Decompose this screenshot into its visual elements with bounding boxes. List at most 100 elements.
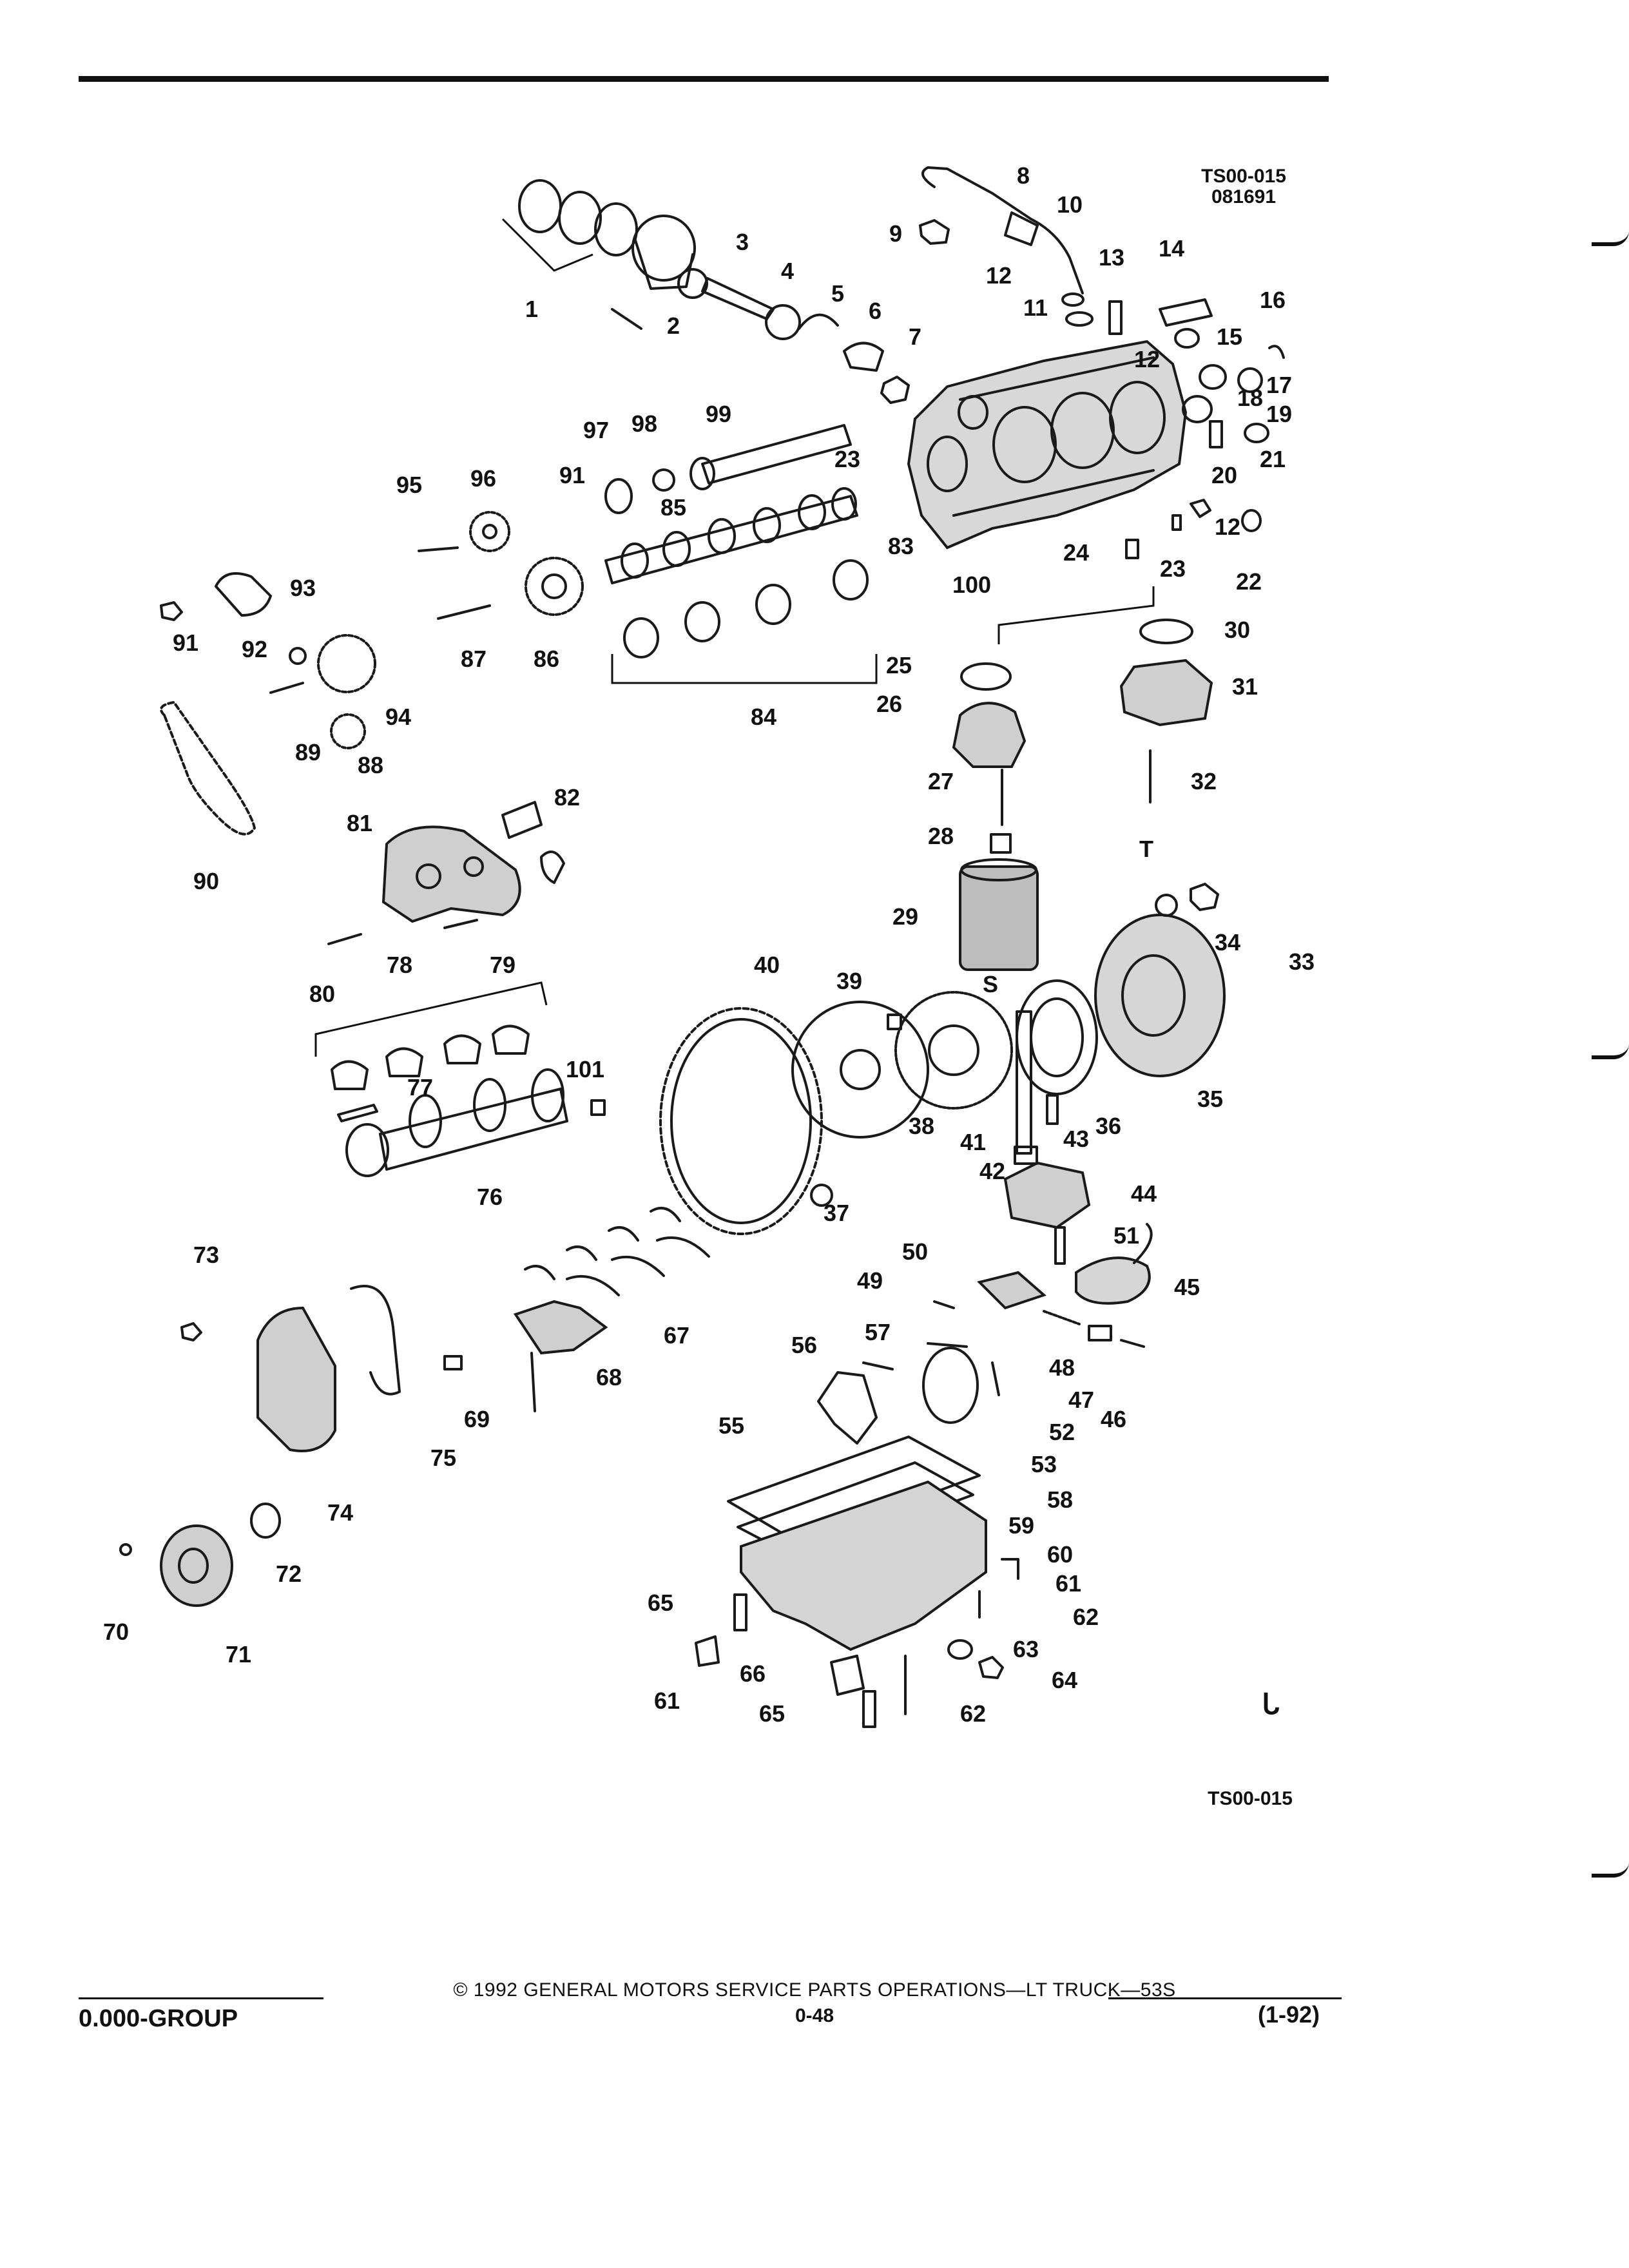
callout-92: 92	[242, 636, 267, 662]
timing-chain	[160, 701, 256, 836]
flexplate	[791, 1001, 929, 1139]
connecting-rod	[677, 268, 801, 340]
washer-34	[1155, 894, 1178, 917]
binding-mark-3	[1592, 1862, 1629, 1878]
callout-82: 82	[554, 784, 580, 811]
camshaft-bearings	[611, 559, 878, 684]
callout-26: 26	[876, 691, 902, 717]
rod-bearing-lower	[843, 341, 884, 372]
callout-87: 87	[461, 646, 487, 672]
callout-38: 38	[909, 1113, 934, 1139]
seal-30	[1139, 619, 1193, 644]
callout-14: 14	[1159, 235, 1184, 262]
callout-66: 66	[740, 1660, 766, 1687]
callout-36: 36	[1095, 1113, 1121, 1139]
balance-shaft-gear	[469, 511, 510, 552]
callout-11: 11	[1023, 294, 1048, 321]
oil-filter	[959, 858, 1039, 971]
drain-plug-63	[947, 1639, 973, 1660]
callout-57: 57	[865, 1319, 891, 1345]
spacer-36	[1016, 979, 1098, 1095]
footer-revision: (1-92)	[1258, 2001, 1320, 2028]
callout-24: 24	[1063, 539, 1089, 566]
binding-mark-1	[1592, 231, 1629, 246]
callout-8: 8	[1017, 162, 1030, 189]
callout-25: 25	[886, 652, 912, 678]
callout-88: 88	[358, 752, 383, 778]
callout-76: 76	[477, 1184, 503, 1210]
callout-75: 75	[430, 1445, 456, 1471]
bolt-33	[1190, 883, 1219, 911]
bolt-95	[418, 546, 459, 552]
callout-T: T	[1139, 836, 1153, 862]
callout-99: 99	[706, 401, 731, 427]
callout-64: 64	[1052, 1667, 1077, 1693]
rod-nut	[880, 376, 910, 404]
bolt-65b	[862, 1690, 876, 1728]
callout-56: 56	[791, 1332, 817, 1358]
plug-46	[1120, 1339, 1145, 1348]
callout-48: 48	[1049, 1354, 1075, 1381]
callout-15: 15	[1217, 323, 1242, 350]
illustration-code-top: TS00-015 081691	[1179, 166, 1308, 207]
fitting-28	[990, 833, 1012, 854]
callout-12: 12	[986, 262, 1012, 289]
callout-5: 5	[831, 280, 844, 307]
callout-83: 83	[888, 533, 914, 559]
callout-9: 9	[889, 220, 902, 247]
oil-pan	[740, 1480, 987, 1651]
retainer-92	[215, 572, 272, 617]
clip-61b	[695, 1635, 720, 1667]
callout-62: 62	[1073, 1604, 1099, 1630]
callout-81: 81	[347, 810, 372, 836]
oil-cooler-adapter	[1119, 658, 1213, 727]
callout-60: 60	[1047, 1541, 1073, 1568]
screen-tube	[1133, 1223, 1153, 1264]
callout-3: 3	[736, 229, 749, 255]
oil-level-indicator-tube	[921, 166, 1084, 307]
callout-95: 95	[396, 472, 422, 498]
stud-79	[443, 919, 478, 929]
header-rule	[79, 76, 1329, 82]
callout-1: 1	[525, 296, 538, 322]
bolt-80	[327, 933, 362, 945]
callout-65: 65	[759, 1700, 785, 1727]
bolt-51	[1054, 1226, 1066, 1265]
footer-copyright: © 1992 GENERAL MOTORS SERVICE PARTS OPER…	[453, 1979, 1176, 2001]
rod-bearing-upper	[798, 313, 839, 330]
callout-35: 35	[1197, 1086, 1223, 1112]
flywheel-ring-gear	[659, 1007, 823, 1235]
callout-62: 62	[960, 1700, 986, 1727]
callout-51: 51	[1113, 1222, 1139, 1249]
callout-13: 13	[1099, 244, 1124, 271]
bolt-37	[810, 1184, 833, 1207]
callout-89: 89	[295, 739, 321, 765]
callout-90: 90	[193, 868, 219, 894]
callout-84: 84	[751, 704, 776, 730]
callout-45: 45	[1174, 1274, 1200, 1300]
bolt-68	[530, 1352, 536, 1412]
callout-96: 96	[470, 465, 496, 492]
callout-49: 49	[857, 1267, 883, 1294]
pickup-screen-45	[1075, 1256, 1151, 1305]
callout-98: 98	[631, 410, 657, 437]
bolt-65a	[733, 1593, 747, 1631]
washer-11	[1065, 311, 1094, 327]
pressure-plate	[1094, 914, 1226, 1077]
oil-pump	[1003, 1161, 1091, 1229]
callout-43: 43	[1063, 1126, 1089, 1152]
callout-20: 20	[1211, 462, 1237, 488]
illustration-code: TS00-015	[1201, 166, 1286, 187]
balance-shaft	[689, 424, 852, 490]
callout-S: S	[983, 971, 998, 997]
bolt-89	[269, 682, 304, 694]
harmonic-balancer	[160, 1524, 233, 1607]
callout-23: 23	[1160, 555, 1186, 582]
bolt-70	[119, 1543, 132, 1556]
callout-70: 70	[103, 1619, 129, 1645]
callout-37: 37	[824, 1200, 849, 1226]
main-bearing-cap	[513, 1300, 608, 1355]
